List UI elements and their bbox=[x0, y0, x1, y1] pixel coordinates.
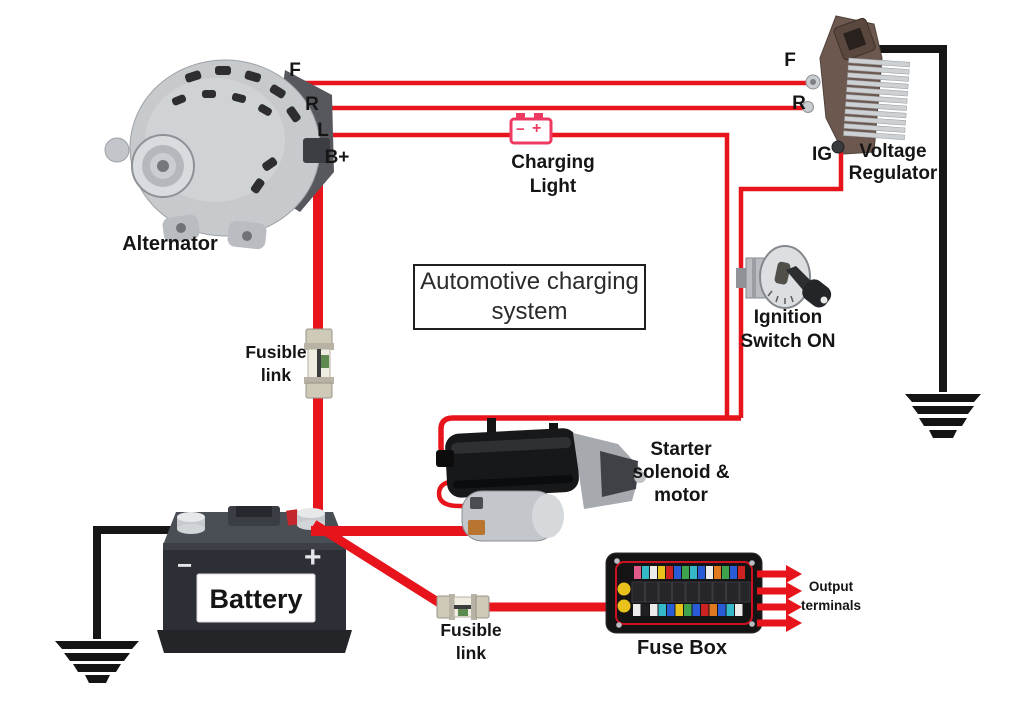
output-arrow-icon bbox=[757, 614, 802, 632]
title-line1: Automotive charging bbox=[420, 268, 639, 295]
voltage-regulator-label-line1: Voltage bbox=[859, 141, 927, 162]
terminal-label-alternator-f: F bbox=[289, 60, 301, 81]
fuse-row-bottom bbox=[633, 604, 743, 616]
terminal-label-alternator-r: R bbox=[305, 94, 319, 115]
wire-battery-ground bbox=[93, 526, 195, 639]
alternator-illustration bbox=[104, 59, 334, 250]
title-line2: system bbox=[491, 298, 568, 325]
battery-indicator-icon bbox=[509, 113, 553, 145]
relay-row bbox=[631, 581, 751, 603]
ignition-switch-illustration bbox=[736, 245, 832, 309]
ignition-switch-label-line1: Ignition bbox=[753, 307, 823, 328]
battery-illustration bbox=[157, 506, 352, 653]
fusible-link-bottom-label-line1: Fusible bbox=[440, 620, 502, 640]
voltage-regulator-label: Voltage Regulator bbox=[843, 141, 943, 185]
output-arrow-icon bbox=[757, 565, 802, 583]
battery-label: Battery bbox=[209, 584, 303, 614]
fusible-link-top-label: Fusible link bbox=[236, 341, 316, 387]
wire-battery-to-fusible-link bbox=[311, 520, 444, 608]
ground-wires bbox=[93, 45, 947, 639]
terminal-label-alternator-bplus: B+ bbox=[324, 147, 350, 168]
starter-label-line2: solenoid & bbox=[632, 462, 730, 483]
fusible-link-bottom-label-line2: link bbox=[455, 643, 487, 663]
battery-plus-sign: + bbox=[304, 541, 322, 574]
fuse-row-top bbox=[634, 566, 745, 579]
output-arrow-icons bbox=[757, 565, 802, 632]
ground-icon-right bbox=[905, 394, 981, 438]
terminal-label-alternator-l: L bbox=[317, 120, 329, 141]
fusible-link-top-illustration bbox=[304, 328, 334, 399]
fuse-box-illustration bbox=[605, 552, 763, 634]
fusible-link-bottom-illustration bbox=[436, 594, 490, 620]
terminal-label-regulator-f: F bbox=[784, 50, 796, 71]
output-terminals-label: Output terminals bbox=[800, 577, 862, 615]
fusible-link-bottom-label: Fusible link bbox=[431, 619, 511, 665]
charging-light-label-line2: Light bbox=[529, 176, 577, 197]
terminal-label-regulator-ig: IG bbox=[811, 144, 833, 165]
charging-light-minus-sign: − bbox=[516, 121, 525, 138]
ground-icon-left bbox=[55, 641, 139, 683]
voltage-regulator-label-line2: Regulator bbox=[848, 163, 938, 184]
wire-l-charging-light bbox=[322, 132, 730, 418]
ignition-switch-label-line2: Switch ON bbox=[740, 331, 836, 352]
output-terminals-label-line1: Output bbox=[808, 579, 854, 594]
fusible-link-top-label-line1: Fusible bbox=[245, 342, 307, 362]
starter-label-line1: Starter bbox=[650, 439, 712, 460]
fusible-link-top-label-line2: link bbox=[260, 365, 292, 385]
charging-light-label: Charging Light bbox=[503, 151, 603, 199]
charging-light-plus-sign: + bbox=[532, 120, 542, 137]
voltage-regulator-illustration bbox=[802, 15, 911, 155]
title-box: Automotive charging system bbox=[413, 264, 646, 330]
heat-sink bbox=[843, 57, 911, 141]
battery-minus-sign: − bbox=[177, 550, 193, 580]
output-terminals-label-line2: terminals bbox=[800, 598, 862, 613]
fuse-box-label: Fuse Box bbox=[636, 637, 728, 659]
alternator-label: Alternator bbox=[122, 233, 218, 255]
power-wires bbox=[311, 520, 616, 612]
charging-light-label-line1: Charging bbox=[511, 152, 595, 173]
ignition-switch-label: Ignition Switch ON bbox=[712, 306, 864, 354]
wire-ig bbox=[738, 148, 844, 418]
wire-regulator-ground bbox=[862, 45, 947, 392]
output-arrow-icon bbox=[757, 582, 802, 600]
terminal-label-regulator-r: R bbox=[792, 93, 806, 114]
starter-label-line3: motor bbox=[654, 485, 708, 506]
output-arrow-icon bbox=[757, 598, 802, 616]
starter-illustration bbox=[436, 418, 646, 542]
starter-label: Starter solenoid & motor bbox=[606, 438, 756, 507]
